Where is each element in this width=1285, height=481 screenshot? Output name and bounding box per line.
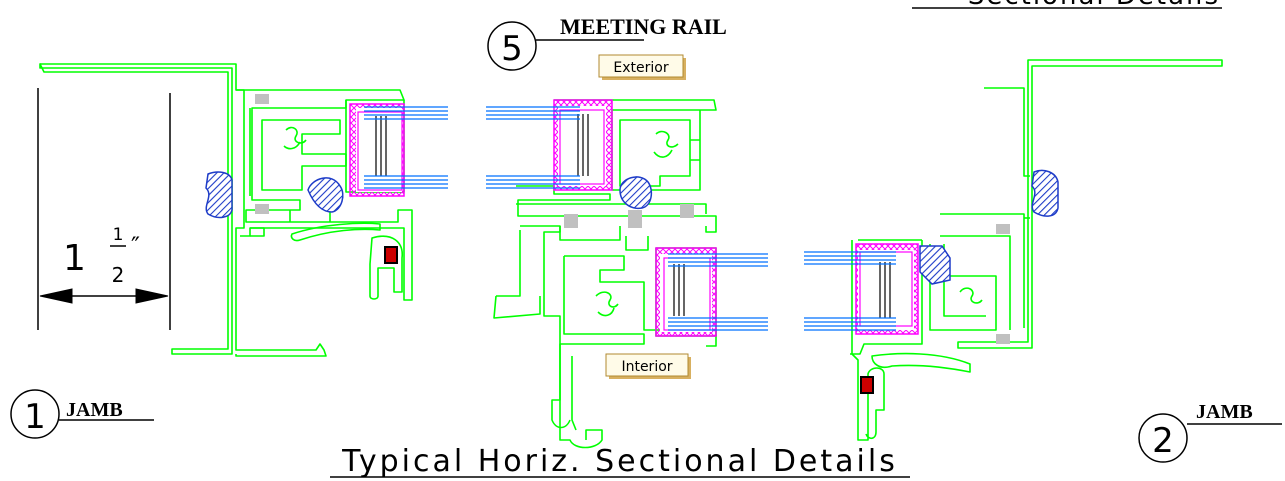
dimension-arrow-left bbox=[39, 288, 73, 304]
right-screw-fastener-head bbox=[862, 378, 872, 392]
meeting-rail-weatherstrips bbox=[619, 176, 653, 210]
callout-number: 1 bbox=[24, 397, 46, 437]
meeting-rail-setting-blocks bbox=[564, 204, 694, 228]
dimension-denominator: 2 bbox=[112, 263, 125, 287]
interior-tag: Interior bbox=[605, 353, 691, 379]
dimension-whole: 1 bbox=[63, 238, 86, 279]
left-glazing-unit bbox=[349, 103, 448, 197]
drawing-title: Typical Horiz. Sectional Details bbox=[330, 444, 910, 479]
meeting-rail-lower-glazing bbox=[655, 247, 768, 337]
callout-label: JAMB bbox=[66, 399, 123, 421]
right-jamb-setting-blocks bbox=[996, 224, 1010, 344]
setting-block bbox=[255, 94, 269, 104]
callout-label: JAMB bbox=[1196, 401, 1253, 423]
dimension-arrow-right bbox=[135, 288, 169, 304]
meeting-rail-upper-glazing bbox=[486, 99, 613, 191]
callout-number: 2 bbox=[1152, 421, 1174, 461]
svg-text:Sectional Details: Sectional Details bbox=[968, 0, 1220, 11]
callout-number: 5 bbox=[501, 29, 523, 69]
right-glazing-unit bbox=[804, 243, 919, 335]
svg-text:Typical Horiz. Sectional Detai: Typical Horiz. Sectional Details bbox=[341, 444, 898, 479]
dimension-annotation: 1 1 2 ″ bbox=[37, 88, 171, 330]
callout-left-jamb: 1 JAMB bbox=[10, 389, 154, 439]
dimension-unit: ″ bbox=[131, 232, 140, 260]
left-screw-fastener-head bbox=[386, 248, 396, 262]
svg-text:Exterior: Exterior bbox=[613, 60, 668, 76]
exterior-tag: Exterior bbox=[598, 54, 686, 80]
dimension-numerator: 1 bbox=[113, 225, 124, 245]
callout-right-jamb: 2 JAMB bbox=[1138, 401, 1282, 463]
setting-block bbox=[255, 204, 269, 214]
callout-meeting-rail: 5 MEETING RAIL bbox=[487, 14, 727, 71]
right-jamb-weatherstrips bbox=[919, 169, 1059, 285]
top-right-partial-title: Sectional Details bbox=[912, 0, 1222, 11]
left-jamb-weatherstrips bbox=[205, 171, 344, 219]
callout-label: MEETING RAIL bbox=[560, 14, 727, 39]
svg-text:Interior: Interior bbox=[621, 359, 672, 375]
